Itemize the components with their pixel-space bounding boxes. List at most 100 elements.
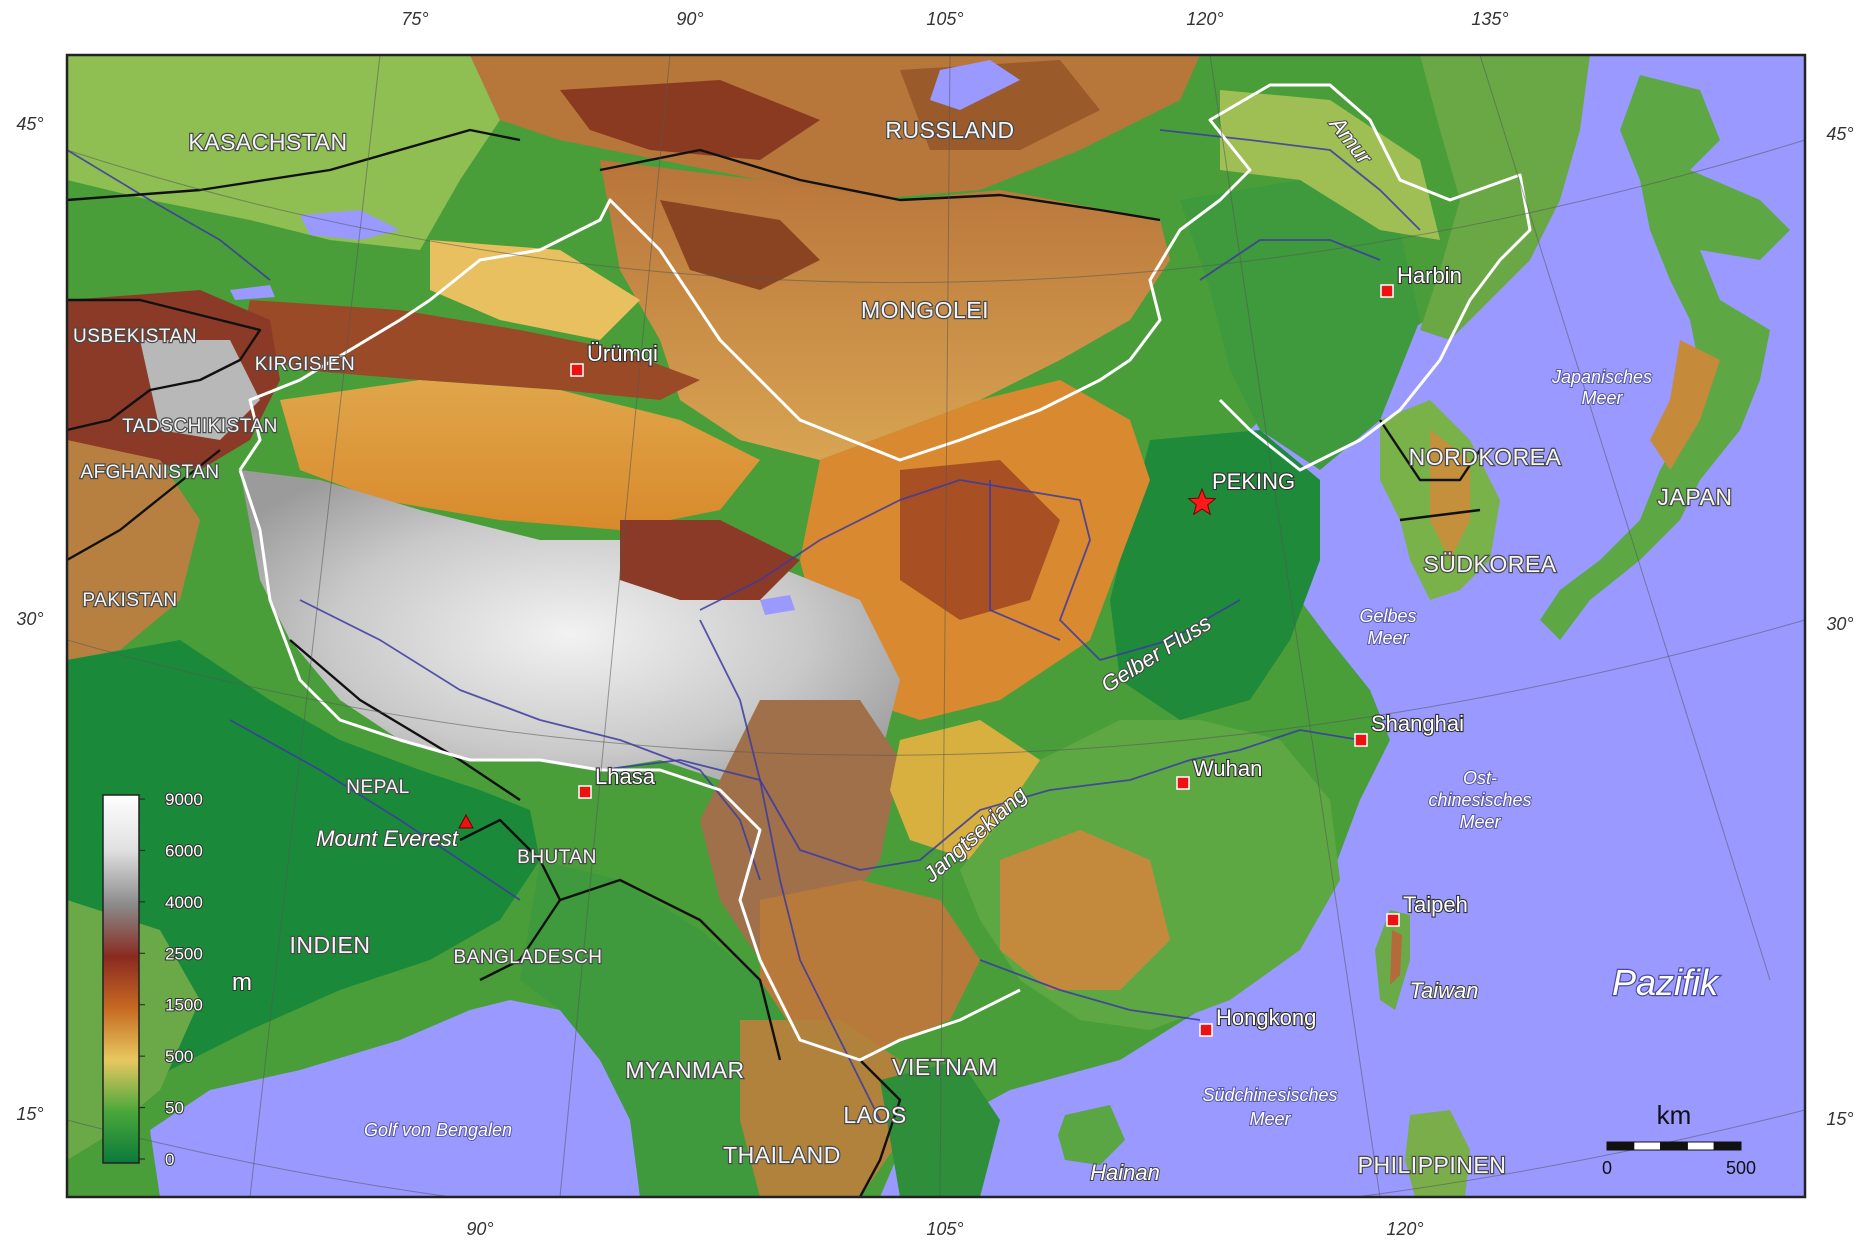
city-marker-lhasa — [578, 785, 592, 799]
huang-he-loop — [989, 480, 1061, 641]
lake-qinghai — [760, 595, 795, 615]
city-label-urumqi: Ürümqi — [587, 341, 658, 366]
tick-top-3: 120° — [1186, 9, 1223, 29]
river-lines — [67, 60, 1421, 1121]
taiwan-mountain — [1390, 930, 1402, 985]
songhua-river — [1199, 239, 1381, 281]
lake-issyk-kul — [230, 285, 275, 300]
border-afghan-pak — [67, 449, 221, 562]
peak-label-mount-everest: Mount Everest — [316, 826, 459, 851]
city-marker-harbin — [1380, 284, 1394, 298]
legend-color-bar — [102, 794, 140, 1164]
ganges-river — [229, 719, 521, 901]
hainan-land — [1058, 1105, 1125, 1165]
border-mongolia-north — [599, 148, 1161, 222]
legend-level-7: 0 — [165, 1150, 174, 1169]
kazakh-land — [67, 55, 500, 250]
country-label-myanmar: MYANMAR — [625, 1057, 744, 1083]
tibet-river — [299, 599, 761, 881]
country-label-russland: RUSSLAND — [885, 117, 1014, 143]
city-marker-wuhan — [1176, 776, 1190, 790]
country-label-bhutan: BHUTAN — [517, 847, 597, 868]
city-label-lhasa: Lhasa — [595, 764, 656, 789]
syr-darya-river — [67, 149, 271, 281]
country-label-bangladesch: BANGLADESCH — [453, 947, 602, 968]
legend-level-0: 9000 — [165, 790, 203, 809]
scale-unit: km — [1657, 1100, 1692, 1130]
island-label-hainan: Hainan — [1090, 1160, 1160, 1185]
lake-baikal — [930, 60, 1020, 110]
country-label-thailand: THAILAND — [723, 1142, 841, 1168]
country-label-philippinen: PHILIPPINEN — [1358, 1152, 1507, 1178]
sea-label-golf-von-bengalen: Golf von Bengalen — [364, 1120, 512, 1140]
city-marker-taipeh — [1386, 913, 1400, 927]
graticule-line-2 — [939, 55, 951, 1197]
country-label-tadschikistan: TADSCHIKISTAN — [122, 416, 278, 437]
bay-of-bengal — [150, 1000, 640, 1197]
tick-right-1: 30° — [1826, 614, 1853, 634]
city-label-taipeh: Taipeh — [1403, 892, 1468, 917]
capital-star-marker — [1187, 487, 1217, 516]
scale-start: 0 — [1602, 1158, 1612, 1178]
country-label-usbekistan: USBEKISTAN — [73, 326, 197, 347]
philippines-land — [1405, 1110, 1470, 1197]
tick-bottom-2: 120° — [1386, 1219, 1423, 1239]
amur-river — [1159, 129, 1421, 231]
south-china-hills — [1000, 830, 1170, 990]
borders — [67, 83, 1532, 1197]
border-bangladesh — [459, 818, 562, 982]
tarim-basin — [280, 380, 760, 530]
tick-left-0: 45° — [16, 114, 43, 134]
graticule-line-1 — [559, 55, 671, 1197]
graticule-line-3 — [1209, 55, 1381, 1197]
graticule-line-0 — [249, 55, 381, 1197]
border-korea — [1379, 419, 1481, 482]
qaidam-basin — [620, 520, 800, 600]
legend-level-3: 2500 — [165, 944, 203, 963]
map-frame — [65, 53, 1807, 1199]
tick-bottom-0: 90° — [466, 1219, 493, 1239]
city-marker-shanghai — [1354, 733, 1368, 747]
yunnan-plateau — [760, 880, 980, 1050]
country-label-afghanistan: AFGHANISTAN — [80, 462, 219, 483]
country-label-mongolei: MONGOLEI — [861, 297, 989, 323]
scale-end: 500 — [1726, 1158, 1756, 1178]
tianshan-mountains — [240, 300, 700, 400]
tick-right-2: 15° — [1826, 1109, 1853, 1129]
country-label-vietnam: VIETNAM — [892, 1054, 998, 1080]
scale-bar: km 0 500 — [1602, 1100, 1756, 1178]
scale-segment-3 — [1686, 1141, 1715, 1151]
mekong-river — [699, 619, 881, 1121]
tibet-plateau — [240, 470, 900, 800]
sea-label-pazifik: Pazifik — [1612, 962, 1720, 1003]
city-label-hongkong: Hongkong — [1216, 1005, 1316, 1030]
city-label-peking: PEKING — [1212, 469, 1295, 494]
scale-segment-0 — [1606, 1141, 1635, 1151]
tick-top-4: 135° — [1471, 9, 1508, 29]
country-label-nepal: NEPAL — [346, 777, 409, 798]
country-label-laos: LAOS — [843, 1102, 906, 1128]
border-india-nepal — [289, 639, 521, 801]
country-label-indien: INDIEN — [290, 932, 371, 958]
map-canvas — [67, 55, 1805, 1197]
japan-mountains — [1650, 340, 1720, 470]
border-kaz-rus — [67, 128, 521, 202]
country-label-kirgisien: KIRGISIEN — [255, 354, 356, 375]
country-label-pakistan: PAKISTAN — [82, 590, 177, 611]
mongolia-high — [660, 200, 820, 290]
legend-level-6: 50 — [165, 1099, 184, 1118]
vietnam-coast — [880, 1060, 1000, 1197]
city-label-harbin: Harbin — [1397, 263, 1462, 288]
graticule — [67, 55, 1805, 1197]
frame-ticks: 75°90°105°120°135°90°105°120°45°30°15°45… — [16, 9, 1853, 1239]
tick-left-2: 15° — [16, 1104, 43, 1124]
scale-segment-4 — [1713, 1141, 1742, 1151]
indochina-hills — [740, 1020, 900, 1197]
sea-area — [880, 55, 1805, 1197]
north-plain — [1110, 430, 1320, 720]
